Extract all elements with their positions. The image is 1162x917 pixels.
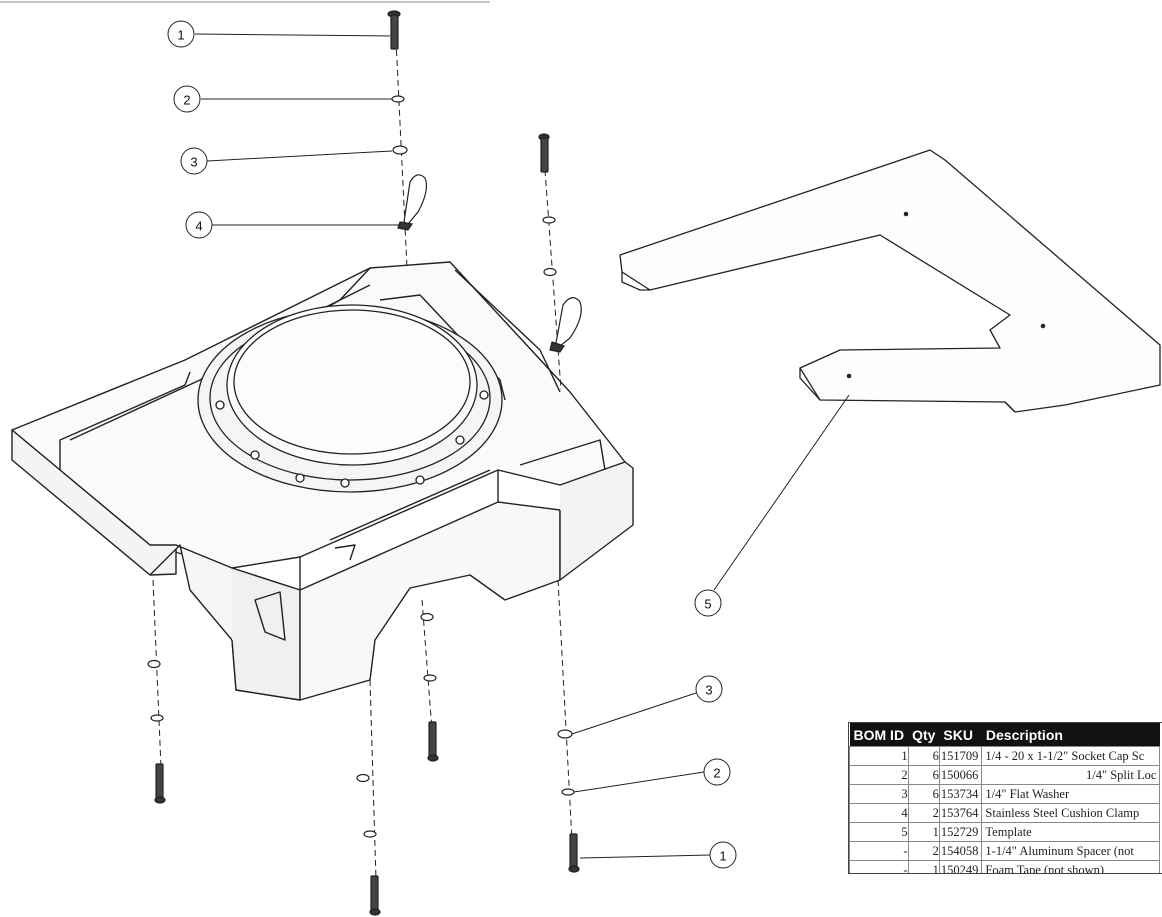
table-row: 4 2 153764 Stainless Steel Cushion Clamp: [849, 803, 1161, 823]
table-row: 1 6 151709 1/4 - 20 x 1-1/2" Socket Cap …: [849, 746, 1161, 766]
callout-5-label: 5: [704, 597, 711, 612]
bom-sku: 154058: [938, 841, 983, 861]
table-row: - 1 150249 Foam Tape (not shown): [849, 860, 1161, 873]
callout-3-top-label: 3: [190, 155, 197, 170]
callout-1-bottom: [709, 841, 737, 869]
bom-id: -: [849, 860, 909, 873]
callout-1-top-label: 1: [177, 28, 184, 43]
bom-header-description: Description: [981, 723, 1160, 747]
callout-2-top-label: 2: [183, 93, 190, 108]
callout-1-bottom-label: 1: [719, 849, 726, 864]
bom-qty: 2: [907, 841, 940, 861]
flat-washer: [392, 145, 408, 155]
bom-id: 1: [849, 746, 909, 766]
bom-header-sku: SKU: [939, 723, 982, 747]
bom-description: Stainless Steel Cushion Clamp: [981, 803, 1161, 823]
bom-qty: 6: [907, 784, 940, 804]
callout-4: [185, 211, 213, 239]
callout-leaders: [194, 33, 850, 859]
bom-table: BOM ID Qty SKU Description 1 6 151709 1/…: [849, 723, 1161, 873]
bom-qty: 1: [907, 860, 940, 873]
callout-4-label: 4: [195, 219, 202, 234]
bom-sku: 151709: [938, 746, 983, 766]
socket-cap-screw: [387, 10, 401, 50]
callout-5: [694, 589, 722, 617]
bom-id: 3: [849, 784, 909, 804]
table-row: 5 1 152729 Template: [849, 822, 1161, 842]
callout-2-bottom-label: 2: [713, 766, 720, 781]
callout-2-top: [173, 85, 201, 113]
template-plate: [619, 149, 1161, 413]
bill-of-materials: BOM ID Qty SKU Description 1 6 151709 1/…: [848, 722, 1162, 874]
bom-sku: 153734: [938, 784, 983, 804]
table-row: - 2 154058 1-1/4" Aluminum Spacer (not: [849, 841, 1161, 861]
bom-sku: 153764: [938, 803, 983, 823]
bom-qty: 6: [907, 765, 940, 785]
table-row: 2 6 150066 1/4" Split Loc: [849, 765, 1161, 785]
bom-description: 1/4 - 20 x 1-1/2" Socket Cap Sc: [981, 746, 1161, 766]
table-row: 3 6 153734 1/4" Flat Washer: [849, 784, 1161, 804]
bom-header-row: BOM ID Qty SKU Description: [849, 723, 1160, 747]
bom-id: 5: [849, 822, 909, 842]
speaker-assembly: [197, 304, 503, 493]
bom-sku: 150249: [938, 860, 983, 873]
bom-qty: 6: [907, 746, 940, 766]
split-lock-washer: [391, 95, 405, 103]
hardware-parts: [147, 10, 582, 916]
bom-description: 1-1/4" Aluminum Spacer (not: [981, 841, 1161, 861]
bom-id: -: [849, 841, 909, 861]
bom-description: Template: [981, 822, 1161, 842]
bom-header-id: BOM ID: [849, 723, 909, 747]
bom-header-qty: Qty: [908, 723, 940, 747]
callout-3-bottom: [695, 675, 723, 703]
bom-description: 1/4" Flat Washer: [981, 784, 1161, 804]
bom-id: 4: [849, 803, 909, 823]
bom-sku: 150066: [938, 765, 983, 785]
callout-3-top: [180, 147, 208, 175]
bom-qty: 1: [907, 822, 940, 842]
bom-sku: 152729: [938, 822, 983, 842]
callout-1-top: [167, 20, 195, 48]
bom-qty: 2: [907, 803, 940, 823]
cushion-clamp: [397, 174, 428, 231]
callout-2-bottom: [703, 758, 731, 786]
callout-3-bottom-label: 3: [705, 683, 712, 698]
bom-description: 1/4" Split Loc: [981, 765, 1161, 785]
bom-id: 2: [849, 765, 909, 785]
bom-description: Foam Tape (not shown): [981, 860, 1161, 873]
